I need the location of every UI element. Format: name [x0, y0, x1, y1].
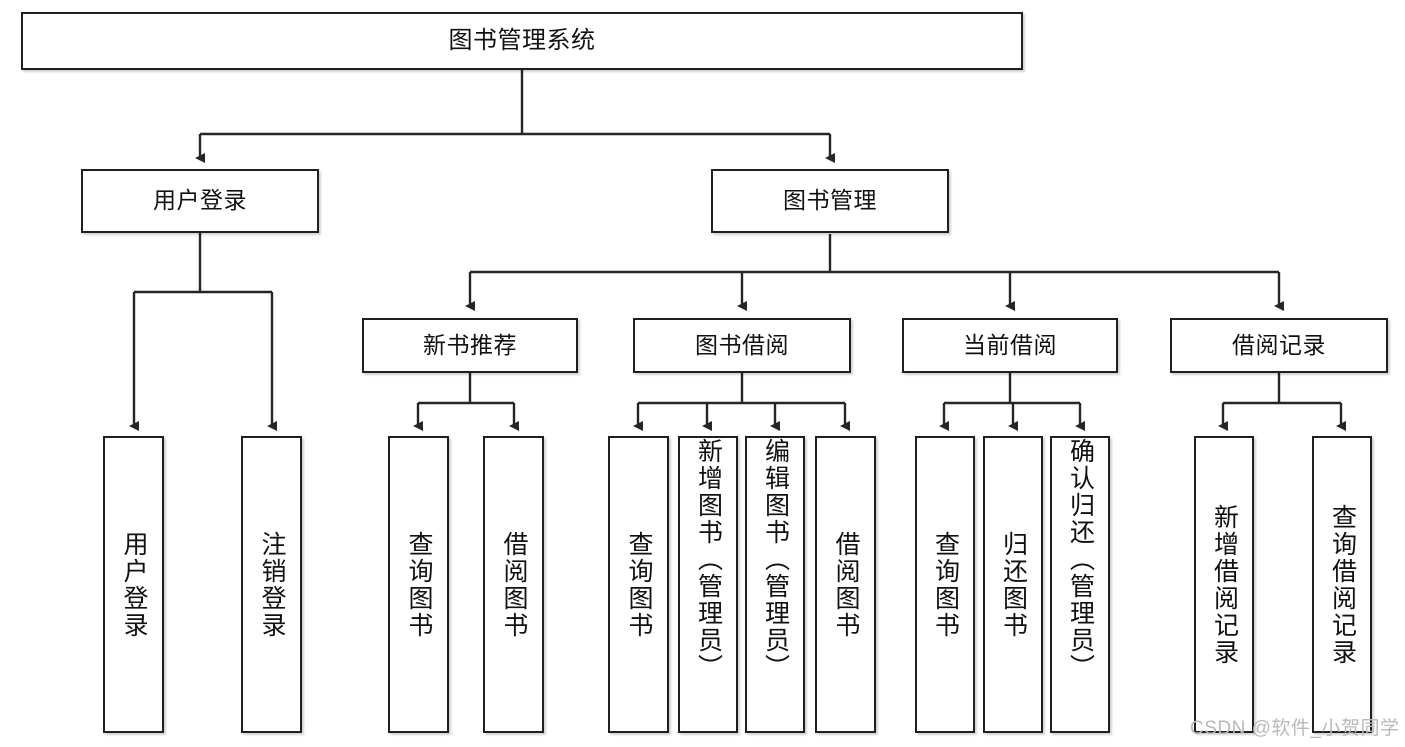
leaf-record-query[interactable]: 查询借阅记录	[1312, 436, 1372, 733]
leaf-borrow-add-book-admin[interactable]: 新增图书（管理员）	[678, 436, 738, 733]
node-book-manage[interactable]: 图书管理	[711, 169, 949, 233]
node-label: 归还图书	[999, 530, 1028, 639]
leaf-current-return-book[interactable]: 归还图书	[983, 436, 1043, 733]
leaf-user-login[interactable]: 用户登录	[103, 436, 164, 733]
csdn-watermark: CSDN @软件_小贺同学	[1190, 718, 1400, 739]
node-label: 查询图书	[405, 530, 433, 639]
node-label: 查询图书	[931, 530, 960, 639]
leaf-current-query-book[interactable]: 查询图书	[915, 436, 975, 733]
node-user-login[interactable]: 用户登录	[81, 169, 319, 233]
node-label: 查询借阅记录	[1328, 503, 1357, 666]
leaf-recommend-query-book[interactable]: 查询图书	[388, 436, 449, 733]
node-label: 注销登录	[258, 530, 286, 639]
node-root-system[interactable]: 图书管理系统	[21, 12, 1023, 70]
node-label: 用户登录	[153, 187, 247, 214]
node-label: 新书推荐	[423, 331, 517, 358]
node-label: 编辑图书（管理员）	[761, 438, 790, 681]
node-label: 当前借阅	[963, 331, 1057, 358]
node-label: 借阅图书	[500, 530, 528, 639]
node-current-borrow[interactable]: 当前借阅	[902, 318, 1118, 373]
leaf-borrow-borrow-book[interactable]: 借阅图书	[815, 436, 876, 733]
leaf-record-add[interactable]: 新增借阅记录	[1194, 436, 1254, 733]
node-label: 新增图书（管理员）	[694, 438, 723, 681]
node-book-borrow[interactable]: 图书借阅	[633, 318, 851, 373]
leaf-recommend-borrow-book[interactable]: 借阅图书	[483, 436, 544, 733]
node-label: 确认归还（管理员）	[1066, 438, 1095, 681]
leaf-borrow-edit-book-admin[interactable]: 编辑图书（管理员）	[745, 436, 805, 733]
node-label: 查询图书	[625, 530, 653, 639]
leaf-user-logout[interactable]: 注销登录	[241, 436, 302, 733]
node-label: 图书管理系统	[448, 26, 596, 54]
node-label: 借阅图书	[832, 530, 860, 639]
node-label: 用户登录	[120, 530, 148, 639]
node-label: 新增借阅记录	[1210, 503, 1239, 666]
leaf-current-confirm-return-admin[interactable]: 确认归还（管理员）	[1050, 436, 1110, 733]
node-borrow-record[interactable]: 借阅记录	[1170, 318, 1388, 373]
node-label: 图书借阅	[695, 331, 789, 358]
node-label: 借阅记录	[1232, 331, 1326, 358]
node-label: 图书管理	[783, 187, 877, 214]
node-new-book-recommend[interactable]: 新书推荐	[362, 318, 578, 373]
leaf-borrow-query-book[interactable]: 查询图书	[608, 436, 669, 733]
